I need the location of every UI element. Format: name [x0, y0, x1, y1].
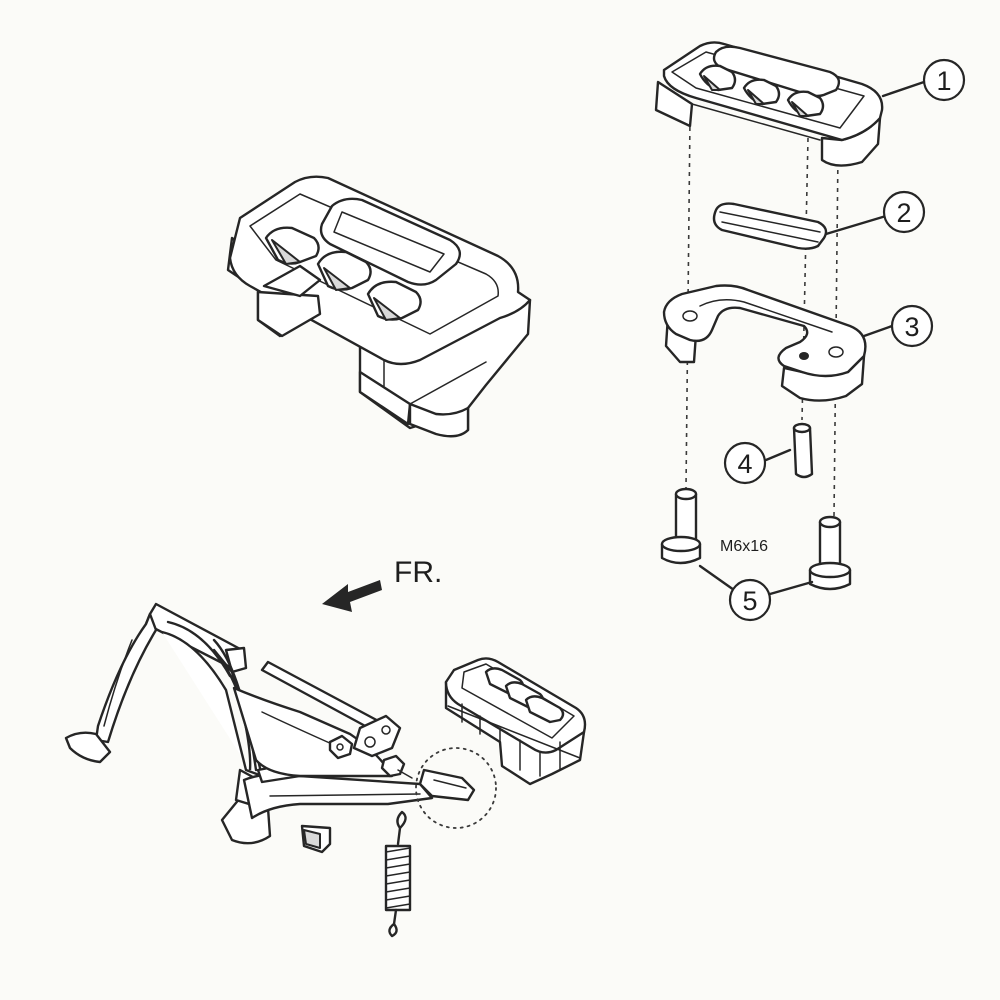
- callout-number-1: 1: [936, 66, 951, 96]
- leader-2: [824, 214, 888, 236]
- direction-label: FR.: [394, 556, 442, 589]
- callout-3: 3: [890, 304, 934, 348]
- callout-2: 2: [882, 190, 926, 234]
- callout-number-4: 4: [737, 449, 752, 479]
- center-stand-view: [64, 602, 587, 938]
- callout-number-5: 5: [742, 586, 757, 616]
- callout-4: 4: [723, 441, 767, 485]
- callout-1: 1: [922, 58, 966, 102]
- part-5-bolt-left: [660, 487, 702, 565]
- direction-indicator: FR.: [322, 556, 442, 612]
- part-4-pin: [792, 422, 814, 479]
- callout-number-3: 3: [904, 312, 919, 342]
- part-5-bolt-right: [808, 515, 852, 591]
- kick-pedal: [418, 768, 476, 802]
- exploded-view: 1 2 3 4 5 M6x16: [654, 41, 966, 622]
- leader-5b: [768, 580, 814, 596]
- part-3-bracket: [662, 284, 867, 402]
- callout-5: 5: [728, 578, 772, 622]
- return-spring: [384, 810, 412, 938]
- part-2-insert: [712, 202, 828, 250]
- leader-4: [764, 448, 792, 462]
- leader-5a: [698, 564, 736, 592]
- direction-arrow-icon: [322, 580, 382, 612]
- detail-circle: [415, 747, 497, 829]
- leader-3: [862, 324, 894, 338]
- pin-hole: [799, 352, 809, 360]
- axis-line-left: [685, 117, 691, 489]
- leader-1: [881, 80, 926, 98]
- assembled-pad-view: [226, 175, 532, 438]
- mounted-pad: [444, 657, 587, 786]
- part-1-pad: [654, 41, 884, 167]
- callout-number-2: 2: [896, 198, 911, 228]
- bolt-size-label: M6x16: [720, 538, 768, 555]
